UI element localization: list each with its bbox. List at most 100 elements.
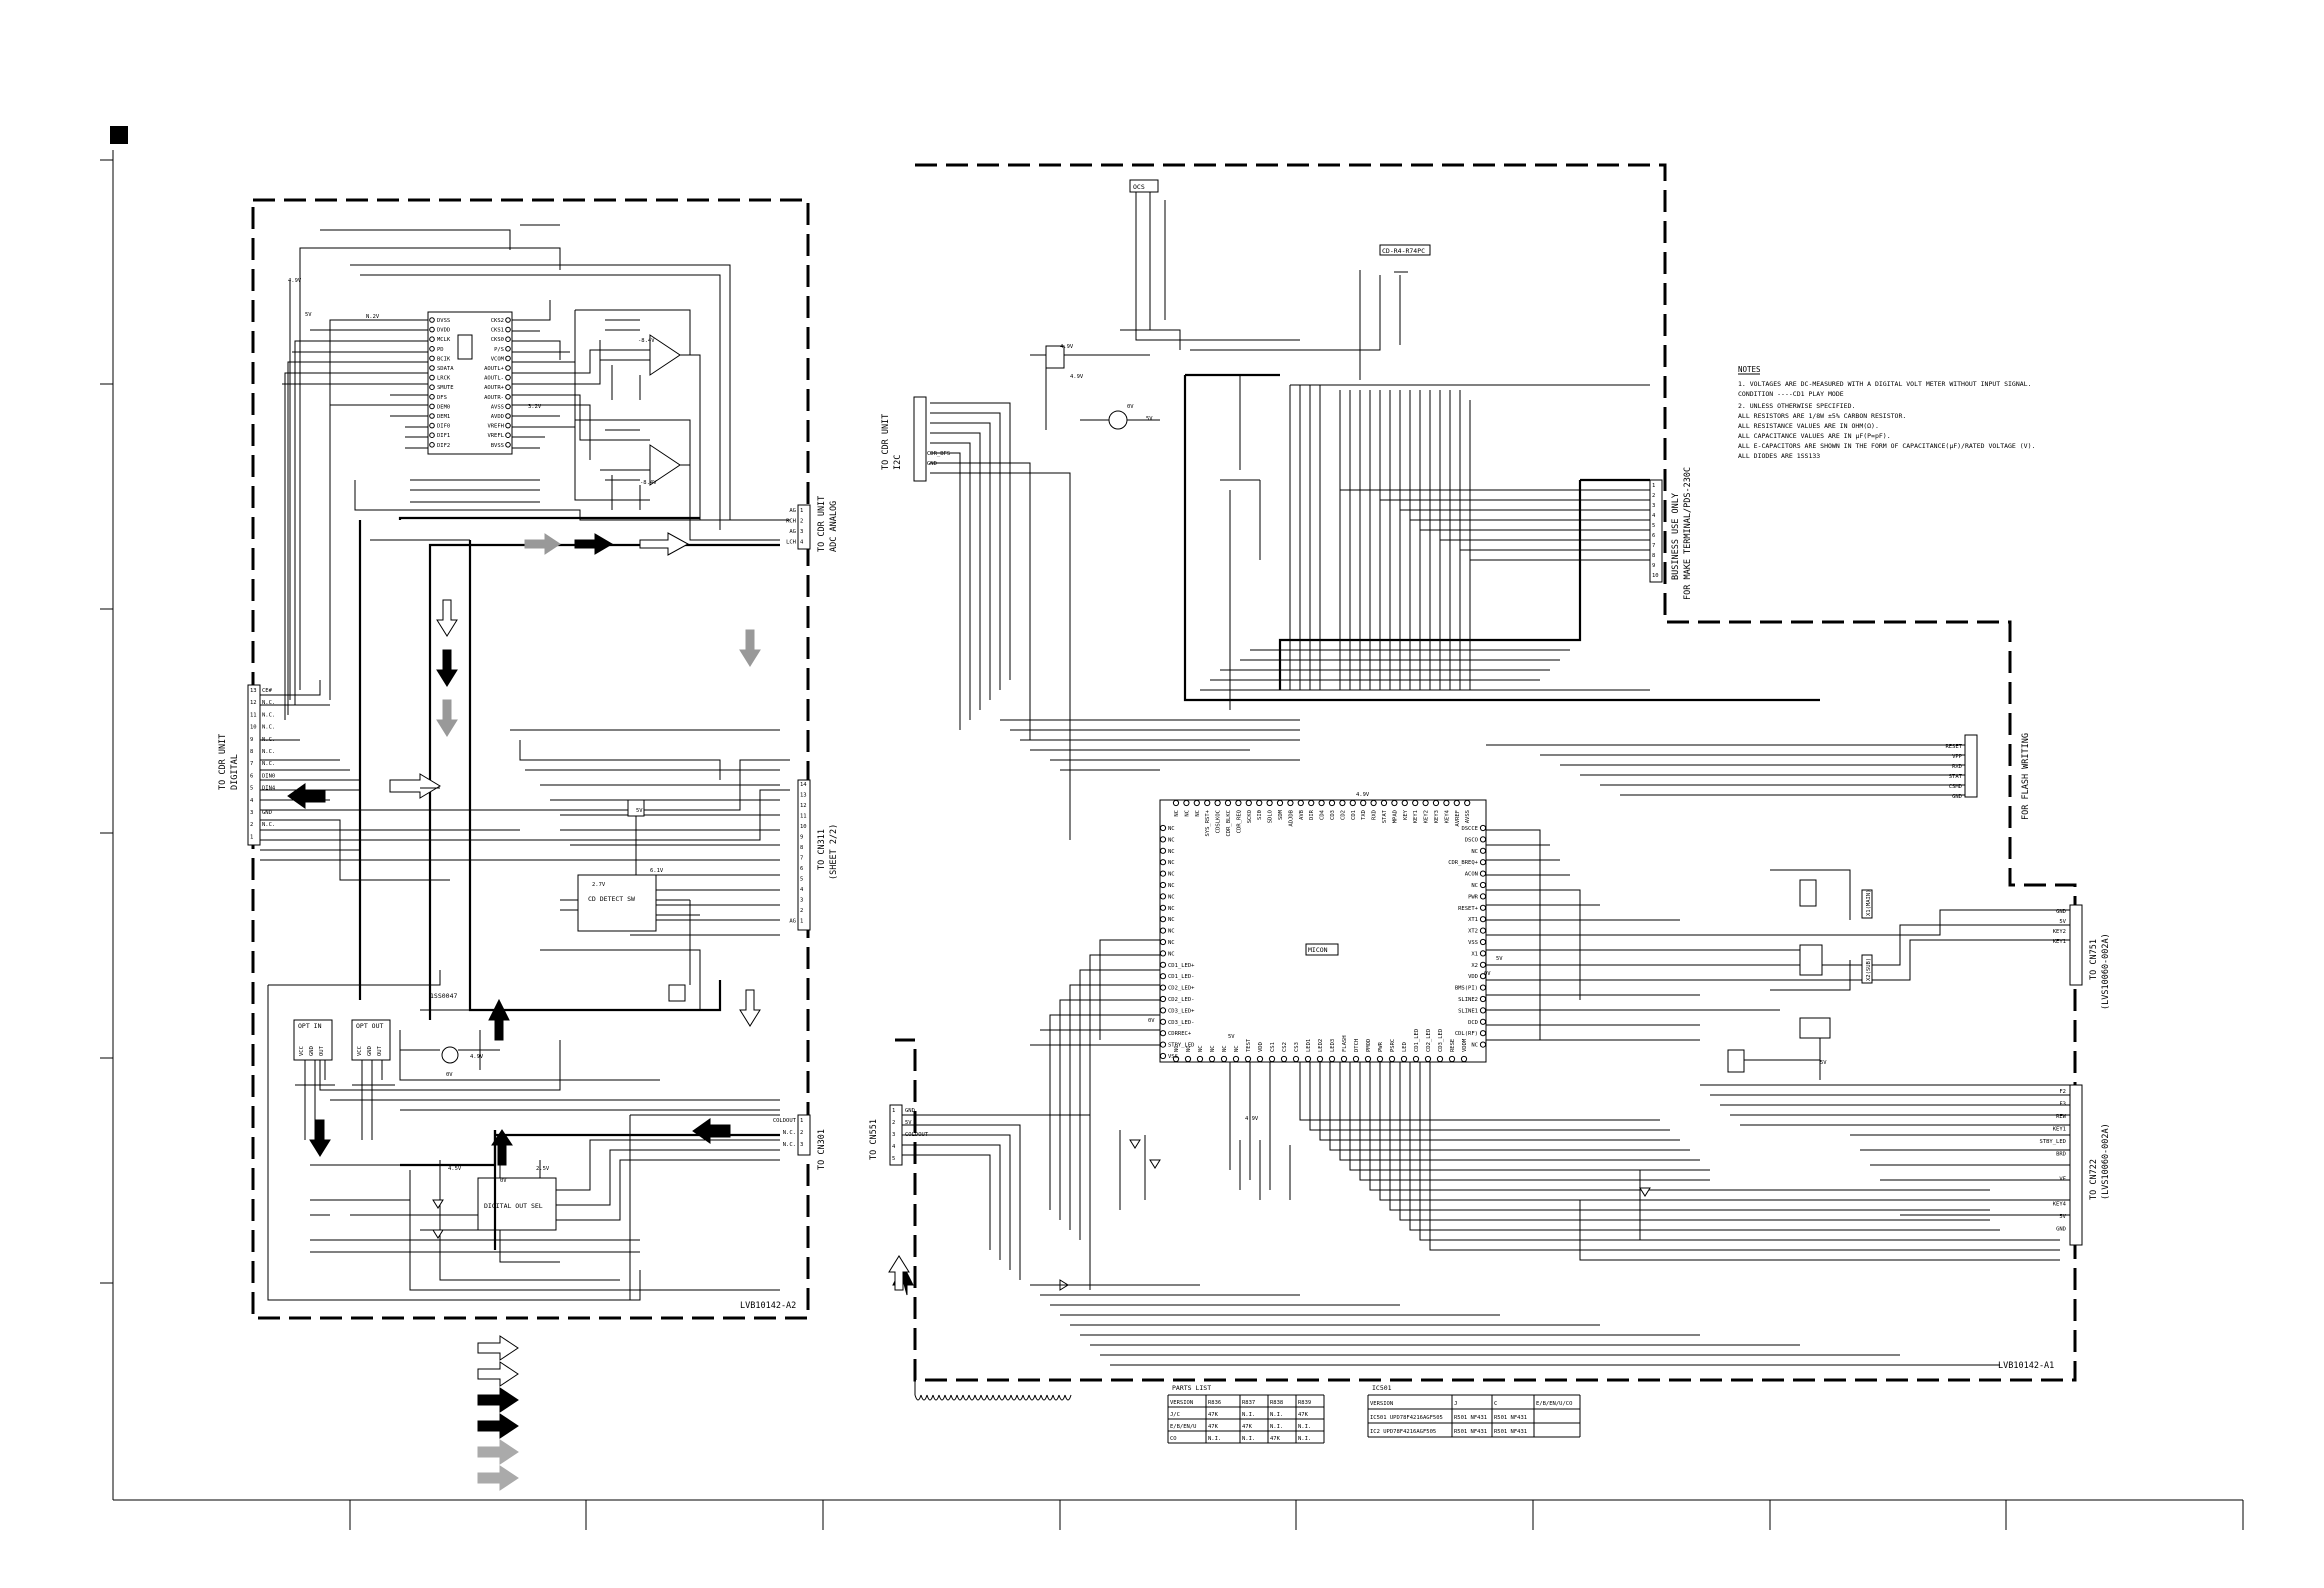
mcu-pin-bottom: NC — [1186, 1045, 1192, 1052]
notes-block: NOTES 1. VOLTAGES ARE DC-MEASURED WITH A… — [1738, 365, 2035, 460]
mcu-pin-bottom: RESE — [1450, 1039, 1456, 1052]
cn722-signal: VF — [2059, 1177, 2066, 1183]
mcu-pin-right: CDR_BREQ+ — [1448, 860, 1478, 866]
cn311-pin-number: 12 — [800, 803, 807, 809]
voltage-label: 6.1V — [650, 868, 664, 874]
mcu-pin-right: SLINE1 — [1458, 1008, 1478, 1014]
eeprom-label: CD-R4-R74PC — [1382, 247, 1425, 255]
mcu-pin-top: KEY — [1403, 809, 1409, 820]
cdr_digital-signal: N.C. — [262, 822, 275, 828]
mcu-pin-bottom: NC — [1174, 1045, 1180, 1052]
voltage-label: 5V — [1496, 956, 1503, 962]
cn311-subtitle: (SHEET 2/2) — [829, 824, 839, 880]
mcu-pin-top: SI0 — [1257, 810, 1263, 820]
mcu-pin-top: SDLO — [1268, 810, 1274, 823]
cn551-pin-number: 3 — [892, 1132, 895, 1138]
mcu-pin-left: STBY_LED — [1168, 1043, 1195, 1049]
parts-list-cell: N.I. — [1298, 1424, 1311, 1430]
digital-out-sel-ic — [477, 1177, 557, 1231]
mcu-pin-bottom: NC — [1222, 1045, 1228, 1052]
mcu-pin-bottom: CS2 — [1282, 1042, 1288, 1052]
cn551-signal: COLDOUT — [905, 1132, 929, 1138]
cn722-signal: REW — [2056, 1114, 2067, 1120]
parts-list-cell: VERSION — [1170, 1400, 1193, 1406]
voltage-label: 4.9V — [288, 278, 302, 284]
ocs-label: OCS — [1133, 183, 1145, 191]
mcu-pin-right: SLINE2 — [1458, 997, 1478, 1003]
mcu-pin-right: PWR — [1468, 894, 1479, 900]
ic-table-cell: R501 NF431 — [1454, 1415, 1487, 1421]
voltage-label: 3.2V — [528, 404, 542, 410]
cn311-pin-number: 11 — [800, 814, 807, 820]
mcu-pin-top: CDR_REQ — [1236, 810, 1242, 833]
dac-pin-right: CKS0 — [491, 337, 504, 343]
voltage-label: 4.9V — [1356, 792, 1370, 798]
right-board-outline — [895, 163, 2077, 1382]
opt-pin-label: GND — [367, 1046, 373, 1056]
dac-pin-left: PD — [437, 347, 444, 353]
mcu-pin-left: NC — [1168, 929, 1175, 935]
business_use-pin-number: 1 — [1652, 483, 1655, 489]
cdr_digital-pin-number: 6 — [250, 773, 253, 779]
note-line: ALL RESISTANCE VALUES ARE IN OHM(Ω). — [1738, 422, 1879, 430]
voltage-label: 5V — [636, 808, 643, 814]
mcu-pin-top: CD4 — [1320, 809, 1326, 820]
cdr_digital-signal: N.C. — [262, 712, 275, 718]
cn722-signal: 5V — [2059, 1214, 2066, 1220]
cdr_digital-pin-number: 3 — [250, 810, 253, 816]
mcu-pin-bottom: PSRC — [1390, 1039, 1396, 1052]
cdr_adc-signal: RCH — [786, 519, 796, 525]
dac-pin-right: BVSS — [491, 443, 504, 449]
mcu-pin-top: SYS_RST+ — [1205, 809, 1211, 836]
dac-pin-left: SDATA — [437, 366, 454, 372]
mcu-pin-right: RESET+ — [1458, 906, 1479, 912]
mcu-pin-bottom: VDDM — [1462, 1038, 1468, 1052]
cdr_digital-signal: N.C. — [262, 737, 275, 743]
cn311-pin-number: 8 — [800, 845, 803, 851]
cn301-pin-number: 2 — [800, 1130, 803, 1136]
digital-out-label: DIGITAL OUT SEL — [484, 1202, 543, 1210]
signal-arrows-right — [888, 1255, 914, 1296]
opt-in-module — [293, 1019, 333, 1061]
note-line: 2. UNLESS OTHERWISE SPECIFIED. — [1738, 402, 1855, 410]
voltage-label: 0V — [1148, 1018, 1155, 1024]
parts-list-cell: 47K — [1298, 1412, 1309, 1418]
cdr_digital-pin-number: 10 — [250, 725, 257, 731]
ic-table-cell: VERSION — [1370, 1401, 1393, 1407]
cn311-pin-number: 13 — [800, 793, 807, 799]
cdr_digital-signal: N.C. — [262, 725, 275, 731]
dac-pin-left: DEM1 — [437, 414, 450, 420]
cn301-title: TO CN301 — [817, 1129, 827, 1170]
sheet-frame — [100, 150, 2244, 1530]
cn551-pin-number: 1 — [892, 1108, 895, 1114]
voltage-label: 4.9V — [1245, 1116, 1259, 1122]
mcu-pin-top: CD3 — [1330, 810, 1336, 820]
cdr-digital-title: TO CDR UNIT — [218, 734, 228, 790]
parts-list-cell: E/B/EN/U — [1170, 1424, 1197, 1430]
mcu-pin-bottom: NC — [1210, 1045, 1216, 1052]
cdr_adc-pin-number: 3 — [800, 529, 803, 535]
dac-pin-labels: DVSSDVDDMCLKPDBCIKSDATALRCKSMUTEDFSDEM0D… — [429, 317, 511, 449]
mcu-pin-right: NC — [1471, 849, 1478, 855]
mcu-pin-right: VDD — [1468, 974, 1478, 980]
voltage-label: 4.9V — [1060, 344, 1074, 350]
mcu-pin-left: CD3_LED+ — [1168, 1008, 1195, 1014]
opt-pin-label: VCC — [299, 1046, 305, 1056]
mcu-pin-top: KEY2 — [1424, 810, 1430, 823]
mcu-pin-right: NC — [1471, 883, 1478, 889]
cdr_digital-signal: DIN4 — [262, 786, 276, 792]
mcu-pin-right: XT2 — [1468, 929, 1478, 935]
dac-pin-left: BCIK — [437, 356, 451, 362]
cn311-title: TO CN311 — [817, 829, 827, 870]
mcu-pin-left: NC — [1168, 894, 1175, 900]
flash-writing-title: FOR FLASH WRITING — [2021, 733, 2031, 820]
cn311-signal: AG — [789, 919, 796, 925]
parts-list-cell: J/C — [1170, 1412, 1180, 1418]
mcu-pin-top: RXD — [1372, 810, 1378, 820]
mcu-pin-bottom: LED3 — [1330, 1039, 1336, 1052]
cn722-signal: F2 — [2059, 1089, 2066, 1095]
cn722-signal: F3 — [2059, 1102, 2066, 1108]
mcu-pin-bottom: CD2_LED — [1426, 1029, 1432, 1052]
cn551-signal: GND — [905, 1108, 915, 1114]
mcu-pin-bottom: CS1 — [1270, 1042, 1276, 1052]
